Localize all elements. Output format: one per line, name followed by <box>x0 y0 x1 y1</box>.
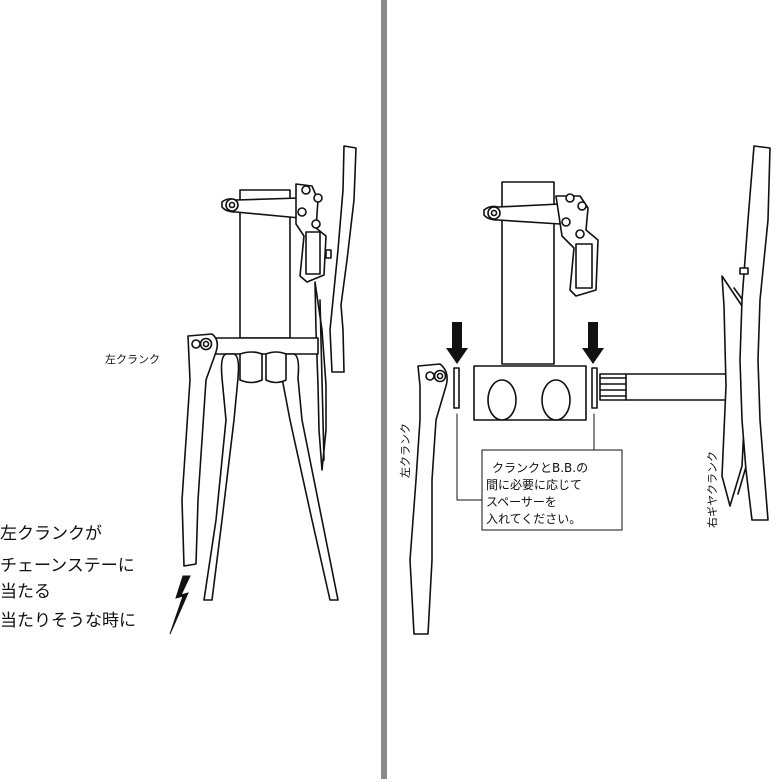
left-chainstay-right <box>280 353 339 601</box>
left-note-line-3: 当たる <box>0 582 51 602</box>
spacer-leader-left <box>456 413 483 501</box>
right-bb-window-left <box>487 379 517 421</box>
right-left-crank-arm <box>409 363 448 635</box>
right-spacer <box>591 367 598 409</box>
left-panel-illustration <box>181 145 357 601</box>
right-panel-illustration <box>409 145 771 635</box>
left-crank-label: 左クランク <box>105 353 160 366</box>
left-chainring <box>314 281 327 471</box>
left-note-line-4: 当たりそうな時に <box>0 611 136 631</box>
left-note-line-2: チェーンステーに <box>0 556 135 576</box>
right-left-crank-label: 左クランク <box>399 423 412 478</box>
panel-divider <box>381 0 387 779</box>
right-bb-window-right <box>541 379 571 421</box>
spacer-note-line-2: 間に必要に応じて <box>486 478 582 492</box>
left-note-line-1: 左クランクが <box>0 524 102 544</box>
spacer-note-line-1: クランクとB.B.の <box>492 461 588 475</box>
left-chainstay-left <box>203 353 240 601</box>
left-spacer <box>453 367 460 409</box>
lightning-icon <box>169 575 191 635</box>
left-right-crank-arm <box>329 145 357 373</box>
left-note: 左クランクが チェーンステーに 当たる 当たりそうな時に <box>0 524 136 631</box>
left-bottom-bracket <box>209 337 319 355</box>
right-spindle <box>599 373 729 401</box>
left-left-crank-arm <box>181 333 219 567</box>
down-arrow-icon-right <box>582 322 604 364</box>
spacer-note-line-3: スペーサーを <box>486 495 557 509</box>
left-front-derailleur <box>221 183 332 283</box>
down-arrow-icon <box>446 322 468 364</box>
spacer-note: クランクとB.B.の 間に必要に応じて スペーサーを 入れてください。 <box>486 461 588 526</box>
right-crank-pedal-hole <box>433 369 447 383</box>
right-right-crank-label: 右ギヤクランク <box>705 451 719 528</box>
spacer-note-line-4: 入れてください。 <box>486 512 581 526</box>
right-front-derailleur <box>483 193 599 297</box>
spacer-note-box <box>481 449 623 531</box>
left-crank-pedal-hole <box>199 337 213 351</box>
right-right-crank-arm <box>739 145 771 521</box>
